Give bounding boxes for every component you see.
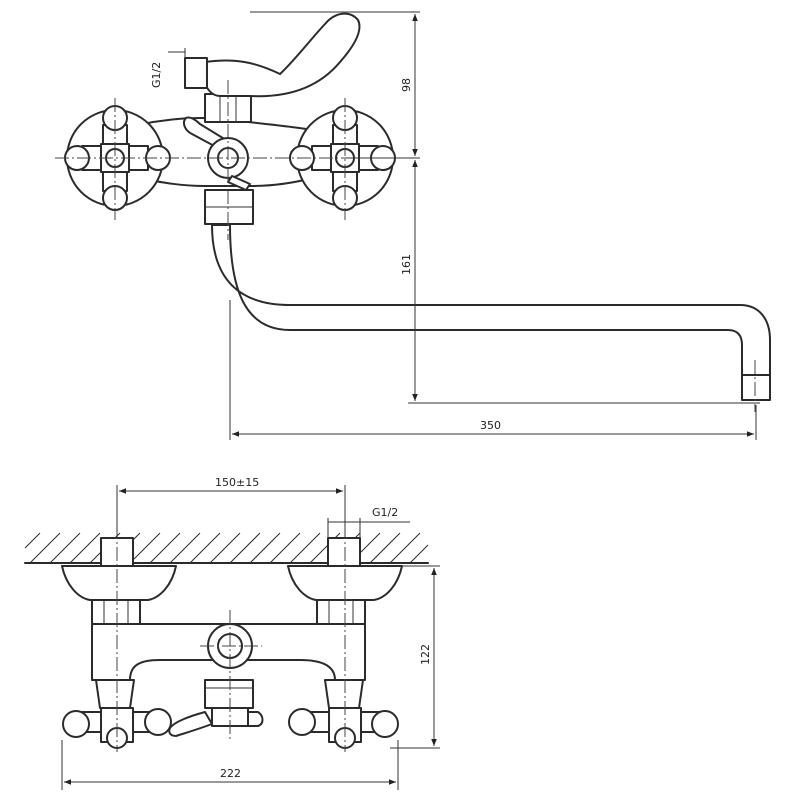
dim-98-label: 98 bbox=[400, 78, 413, 92]
right-valve-stem bbox=[325, 680, 363, 708]
dim-350-label: 350 bbox=[480, 419, 501, 432]
top-view: G1/2 98 161 350 bbox=[55, 12, 770, 440]
left-valve-stem bbox=[96, 680, 134, 708]
dim-150-label: 150±15 bbox=[215, 476, 259, 489]
left-flange bbox=[62, 566, 176, 600]
dim-161-label: 161 bbox=[400, 254, 413, 275]
right-front-handle bbox=[289, 708, 398, 748]
front-diverter-lever bbox=[169, 712, 212, 736]
dim-222-label: 222 bbox=[220, 767, 241, 780]
right-nut bbox=[317, 600, 365, 624]
wall-hatch bbox=[25, 533, 428, 563]
dim-122-label: 122 bbox=[419, 644, 432, 665]
right-supply-pipe bbox=[328, 538, 360, 566]
shower-outlet bbox=[185, 58, 207, 88]
front-diverter-nut bbox=[205, 680, 253, 708]
left-nut bbox=[92, 600, 140, 624]
spout-aerator bbox=[742, 375, 770, 400]
spout bbox=[212, 225, 770, 378]
front-thread-label: G1/2 bbox=[372, 506, 398, 519]
top-thread-label: G1/2 bbox=[150, 62, 163, 88]
front-view: 150±15 G1/2 122 222 bbox=[25, 476, 440, 790]
